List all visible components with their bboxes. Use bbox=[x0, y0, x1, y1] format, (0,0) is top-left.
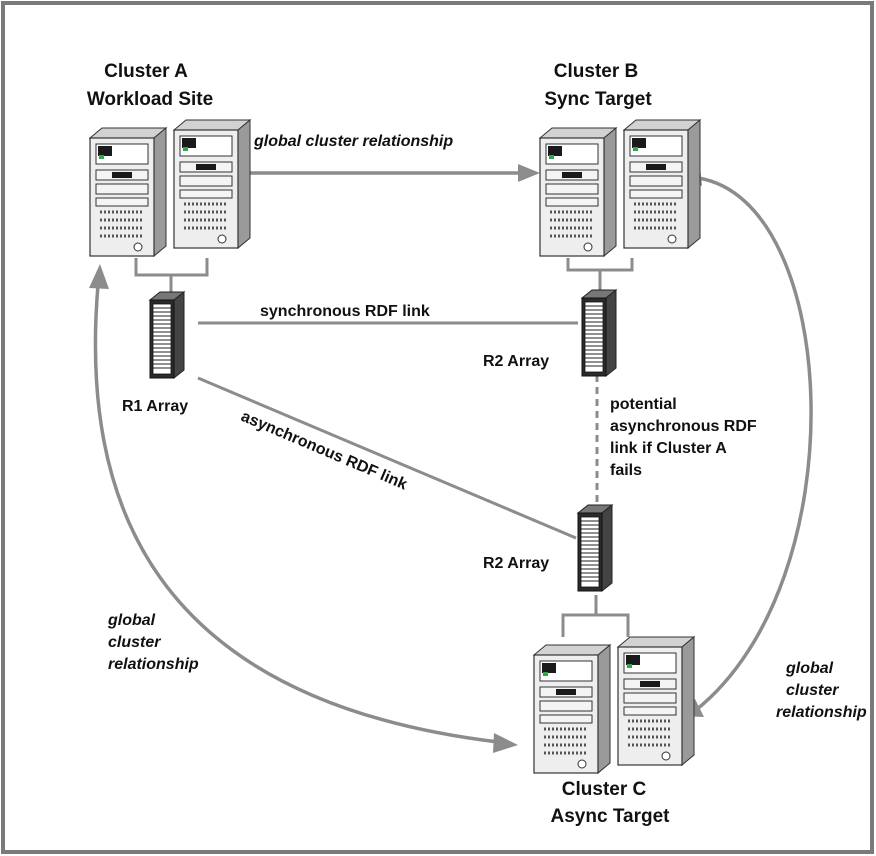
cluster-array-connectors bbox=[134, 258, 634, 637]
cluster-a-servers bbox=[90, 120, 250, 256]
potential-link-label: potential asynchronous RDF link if Clust… bbox=[610, 396, 757, 479]
asynchronous-rdf-link bbox=[197, 376, 577, 540]
svg-text:asynchronous RDF: asynchronous RDF bbox=[610, 418, 757, 435]
svg-text:fails: fails bbox=[610, 462, 642, 479]
svg-text:relationship: relationship bbox=[108, 656, 199, 673]
svg-text:link if Cluster A: link if Cluster A bbox=[610, 440, 727, 457]
r2-array-sync-label: R2 Array bbox=[483, 353, 549, 370]
svg-text:relationship: relationship bbox=[776, 704, 867, 721]
r1-array-label: R1 Array bbox=[122, 398, 188, 415]
relationship-arrow-a-c bbox=[89, 264, 518, 753]
relationship-ab-label: global cluster relationship bbox=[253, 133, 453, 150]
cluster-c-servers bbox=[534, 637, 694, 773]
relationship-ac-label: global cluster relationship bbox=[107, 612, 199, 673]
r2-array-async bbox=[577, 504, 613, 592]
cluster-b-role: Sync Target bbox=[544, 89, 652, 110]
cluster-c-role: Async Target bbox=[551, 806, 671, 827]
relationship-bc-label: global cluster relationship bbox=[776, 660, 867, 721]
svg-text:global: global bbox=[107, 612, 156, 629]
r2-array-async-label: R2 Array bbox=[483, 555, 549, 572]
cluster-b-name: Cluster B bbox=[554, 61, 638, 82]
svg-text:potential: potential bbox=[610, 396, 677, 413]
synchronous-rdf-link-label: synchronous RDF link bbox=[260, 303, 430, 320]
svg-text:global: global bbox=[785, 660, 834, 677]
svg-text:cluster: cluster bbox=[108, 634, 161, 651]
r2-array-sync bbox=[581, 289, 617, 377]
cluster-a-role: Workload Site bbox=[87, 89, 213, 110]
svg-text:cluster: cluster bbox=[786, 682, 839, 699]
cluster-a-name: Cluster A bbox=[104, 61, 188, 82]
asynchronous-rdf-link-label: asynchronous RDF link bbox=[238, 408, 409, 494]
relationship-arrow-a-b bbox=[222, 164, 540, 182]
cluster-b-servers bbox=[540, 120, 700, 256]
cluster-c-name: Cluster C bbox=[562, 779, 647, 800]
r1-array bbox=[149, 291, 185, 379]
